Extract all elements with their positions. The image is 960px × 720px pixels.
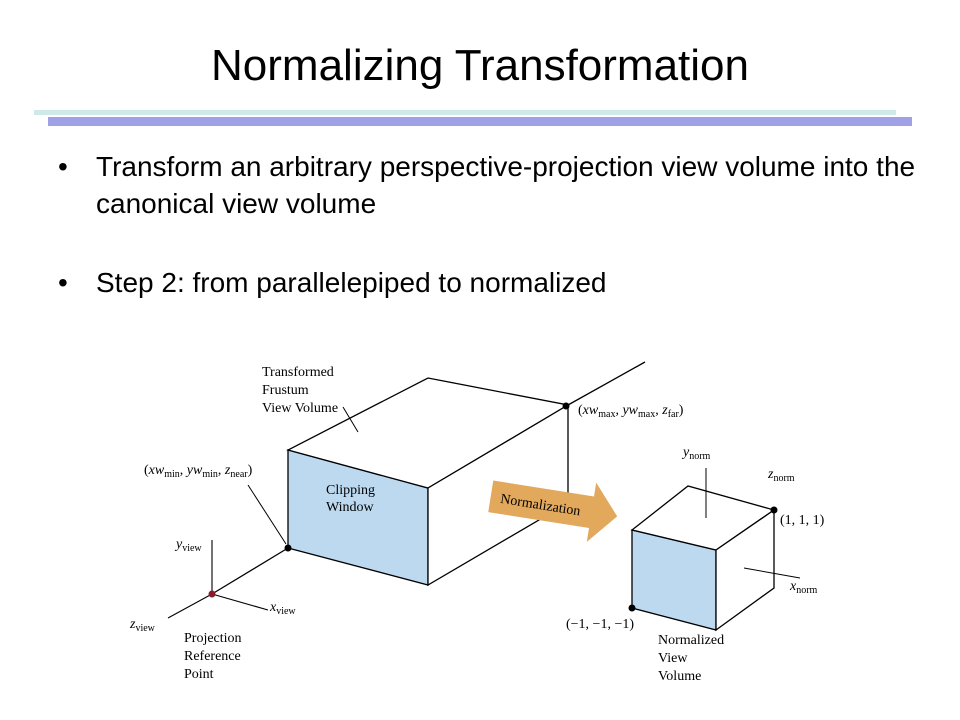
bullet-list: • Transform an arbitrary perspective-pro… — [58, 148, 938, 301]
x-view-label: xview — [269, 600, 296, 617]
z-view-axis — [167, 593, 213, 619]
normalized-volume-label: Normalized View Volume — [658, 633, 728, 684]
bullet-marker: • — [58, 267, 68, 298]
x-view-axis — [211, 593, 269, 611]
leader-lines — [247, 406, 359, 545]
z-view-label: zview — [129, 617, 156, 634]
x-norm-label: xnorm — [789, 579, 818, 596]
y-norm-label: ynorm — [681, 445, 711, 462]
far-edge-extension — [567, 361, 646, 406]
slide-title: Normalizing Transformation — [211, 41, 749, 90]
corner-pos-dot — [770, 506, 778, 514]
normalized-cube — [630, 468, 801, 632]
corner-pos-label: (1, 1, 1) — [780, 513, 825, 528]
bullet-item: • Transform an arbitrary perspective-pro… — [58, 148, 938, 222]
title-rule-light — [34, 110, 896, 115]
bullet-item: • Step 2: from parallelepiped to normali… — [58, 264, 938, 301]
bullet-text: Step 2: from parallelepiped to normalize… — [96, 267, 607, 298]
title-rule-dark — [48, 117, 912, 126]
projection-ray — [211, 547, 289, 595]
projection-reference-point-dot — [208, 590, 216, 598]
min-corner-label: (xwmin, ywmin, znear) — [144, 463, 253, 480]
view-axes — [167, 540, 269, 619]
cube-side-face — [715, 508, 775, 632]
projection-reference-point-label: Projection Reference Point — [184, 631, 245, 682]
y-view-label: yview — [174, 537, 202, 554]
bullet-text: Transform an arbitrary perspective-proje… — [96, 151, 916, 219]
max-corner-dot — [562, 402, 570, 410]
clipping-window-label: Clipping Window — [326, 483, 379, 515]
corner-neg-label: (−1, −1, −1) — [566, 617, 634, 632]
bullet-marker: • — [58, 151, 68, 182]
frustum-label: Transformed Frustum View Volume — [262, 365, 338, 416]
corner-neg-dot — [628, 604, 636, 612]
normalization-arrow: Normalization — [488, 480, 618, 542]
max-corner-label: (xwmax, ywmax, zfar) — [578, 403, 684, 420]
x-norm-axis — [743, 567, 801, 579]
z-norm-label: znorm — [767, 467, 795, 484]
min-corner-dot — [284, 544, 292, 552]
